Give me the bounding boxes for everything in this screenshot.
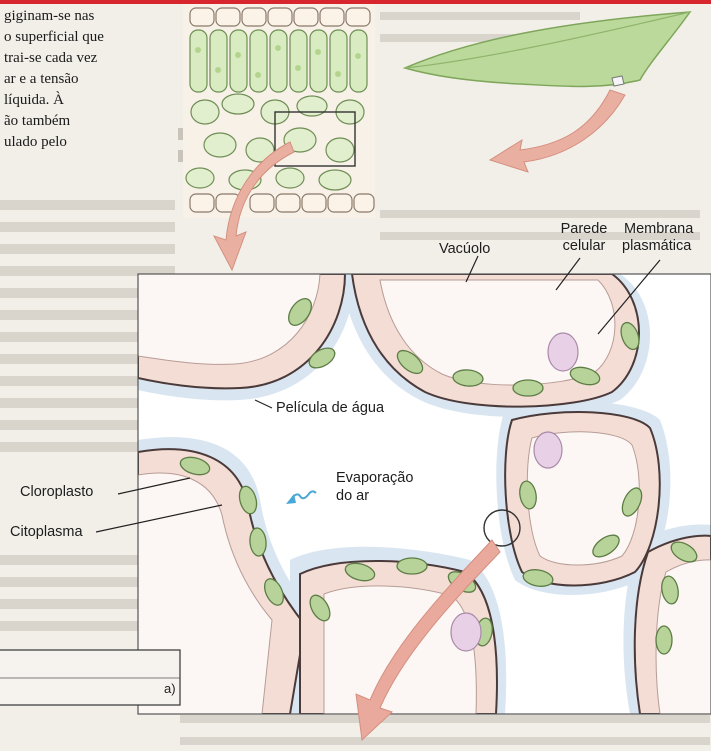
label-evaporacao-line1: Evaporação (336, 470, 413, 487)
label-parede-celular-line1: Parede (558, 221, 610, 238)
label-cloroplasto: Cloroplasto (20, 484, 93, 501)
label-pelicula-de-agua: Película de água (276, 400, 384, 417)
label-parede-celular-line2: celular (558, 238, 610, 255)
label-citoplasma: Citoplasma (10, 524, 83, 541)
label-membrana-line2: plasmática (622, 238, 691, 255)
mesophyll-detail (138, 274, 711, 714)
leaf-cross-section (183, 4, 375, 218)
box-fragment-text: a) (164, 681, 176, 696)
leaf-drawing (405, 12, 690, 87)
label-vacuolo: Vacúolo (439, 241, 490, 258)
label-membrana-line1: Membrana (624, 221, 693, 238)
label-evaporacao-line2: do ar (336, 488, 369, 505)
